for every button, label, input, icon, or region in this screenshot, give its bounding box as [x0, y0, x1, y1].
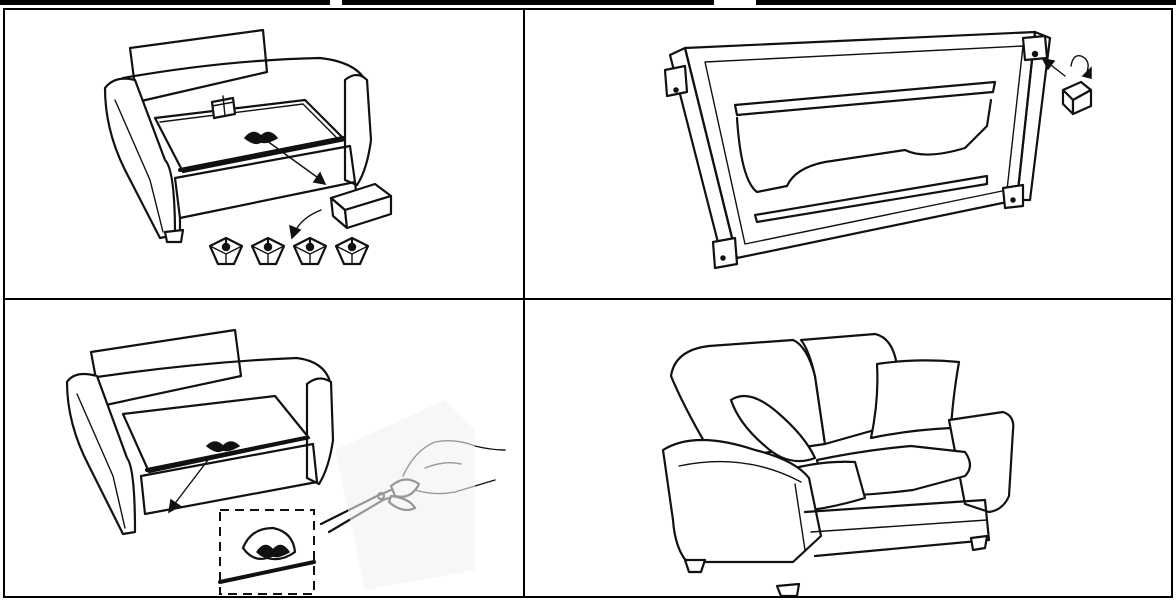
assembled-sofa-illustration — [525, 300, 1171, 596]
panel-step-1 — [5, 10, 523, 298]
panel-step-4 — [525, 300, 1171, 596]
panel-step-2 — [525, 10, 1171, 298]
sofa-base-upside-down-illustration — [525, 10, 1171, 298]
instruction-grid — [3, 8, 1173, 598]
top-border-strip — [0, 0, 1176, 8]
panel-step-3 — [5, 300, 523, 596]
feet-group — [210, 238, 368, 264]
cut-tie-illustration — [5, 300, 523, 596]
sofa-open-seat-illustration — [5, 10, 523, 298]
